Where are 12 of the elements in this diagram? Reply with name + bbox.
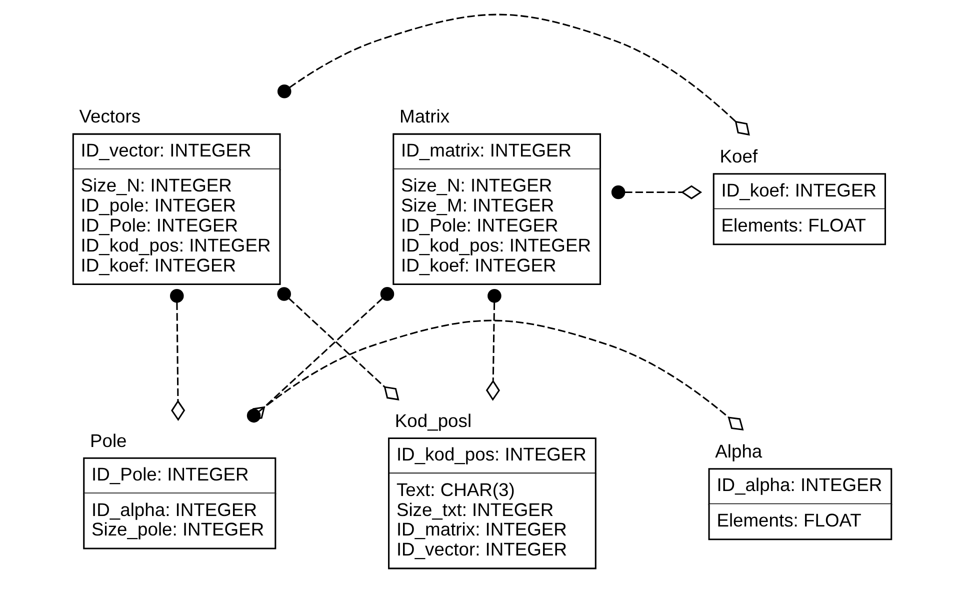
connector <box>170 289 185 422</box>
node-label: Pole <box>90 430 126 451</box>
node-label: Alpha <box>714 440 762 462</box>
connector <box>246 320 744 430</box>
connector <box>610 185 702 200</box>
node-label: Matrix <box>399 106 450 127</box>
node-label: Koef <box>719 146 758 167</box>
node-label: Kod_posl <box>394 410 472 431</box>
node-label: Vectors <box>78 106 140 127</box>
connector <box>276 287 399 400</box>
connector <box>485 289 501 401</box>
connector <box>276 14 750 136</box>
